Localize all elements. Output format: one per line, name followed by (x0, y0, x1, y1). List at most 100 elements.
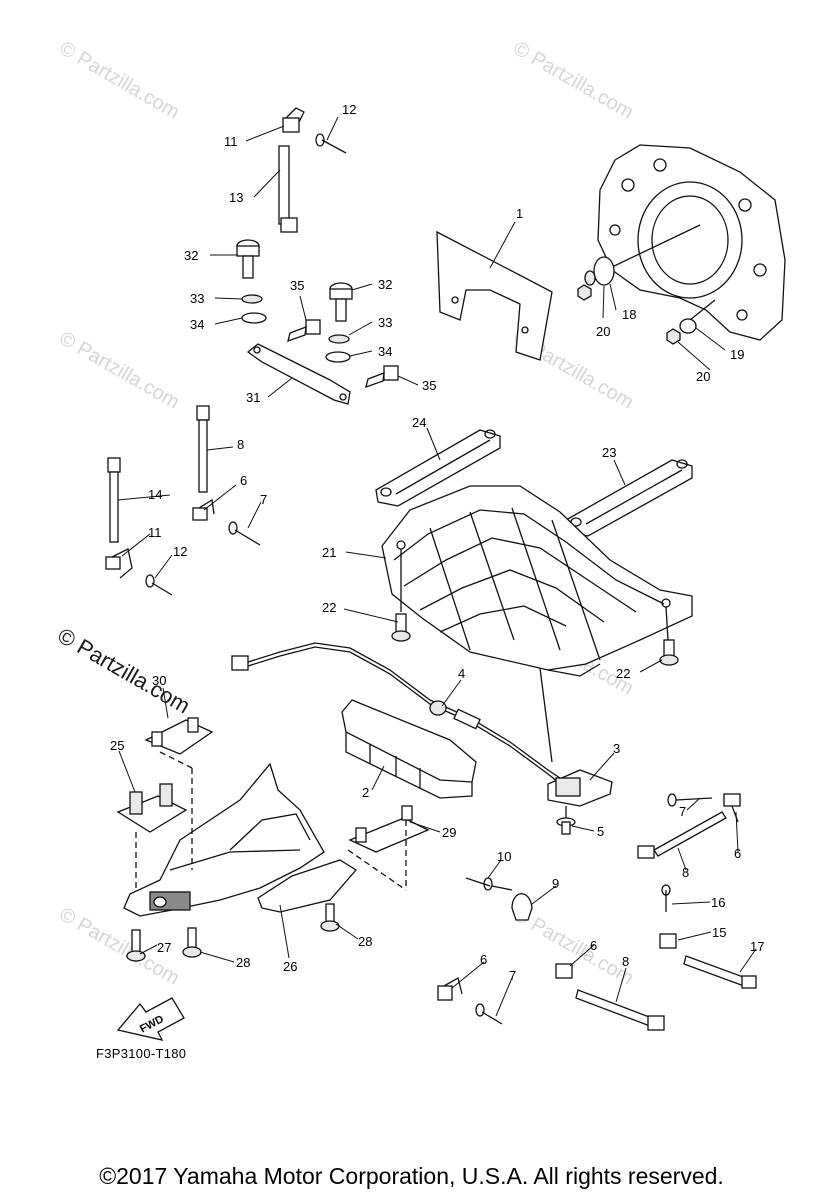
callout-8-right-bottom: 8 (622, 954, 629, 969)
part-24-rail (375, 429, 501, 507)
callout-8-left: 8 (237, 437, 244, 452)
part-6-holder-mid (555, 963, 573, 979)
part-21-intake-grate (381, 485, 693, 677)
callout-8-right-top: 8 (682, 865, 689, 880)
callout-29: 29 (442, 825, 456, 840)
part-13-band-top (278, 145, 298, 233)
callout-6-right: 6 (734, 846, 741, 861)
part-26-intake-duct (123, 762, 357, 917)
part-32-bolt-right (329, 282, 353, 322)
callout-2: 2 (362, 785, 369, 800)
part-7-rivet-left (228, 521, 261, 546)
engine-housing (597, 144, 786, 341)
watermark-3: © Partzilla.com (56, 327, 184, 413)
part-23-rail (565, 459, 693, 537)
callout-6-bottom: 6 (480, 952, 487, 967)
callout-12-left: 12 (173, 544, 187, 559)
callouts: 1 11 12 13 32 33 34 35 32 33 34 35 31 20… (110, 102, 764, 983)
part-12-rivet-top (315, 133, 347, 154)
callout-20-upper: 20 (596, 324, 610, 339)
part-14-band-left (107, 457, 121, 543)
part-33-washer-left (241, 294, 263, 304)
callout-20-lower: 20 (696, 369, 710, 384)
part-28-bolt-left (182, 927, 202, 958)
part-20-nut-upper (577, 284, 592, 301)
part-5-screw (556, 817, 576, 835)
part-34-washer-left (241, 312, 267, 324)
watermark-2: © Partzilla.com (510, 37, 638, 123)
part-4-cable (231, 642, 561, 783)
part-17-band (683, 955, 757, 989)
part-20-nut-lower (666, 328, 681, 345)
part-3-sensor-bracket (547, 769, 613, 818)
part-22-bolt-left (391, 613, 411, 642)
part-18-mount-rubber (584, 256, 615, 286)
part-25-mount-rubber (116, 783, 188, 833)
callout-10: 10 (497, 849, 511, 864)
part-35-bolt-lower (365, 365, 399, 389)
copyright-notice: ©2017 Yamaha Motor Corporation, U.S.A. A… (99, 1163, 724, 1189)
part-35-bolt-upper (287, 319, 321, 343)
callout-1: 1 (516, 206, 523, 221)
part-10-rivet (465, 877, 513, 891)
part-19-damper (679, 318, 697, 334)
callout-16: 16 (711, 895, 725, 910)
callout-15: 15 (712, 925, 726, 940)
part-33-washer-right (328, 334, 350, 344)
part-6-holder-bottom (437, 977, 463, 1001)
part-9-clamp (511, 893, 533, 921)
callout-12-top: 12 (342, 102, 356, 117)
part-31-stay (246, 343, 351, 405)
callout-3: 3 (613, 741, 620, 756)
callout-22-right: 22 (616, 666, 630, 681)
part-12-rivet-left (145, 574, 173, 596)
part-8-band-left (196, 405, 210, 493)
callout-7-bottom: 7 (509, 968, 516, 983)
part-6-holder-left (192, 498, 215, 521)
callout-35-upper: 35 (290, 278, 304, 293)
callout-27: 27 (157, 940, 171, 955)
part-8-band-right-top (637, 811, 727, 859)
callout-5: 5 (597, 824, 604, 839)
callout-28-right: 28 (358, 934, 372, 949)
watermark-1: © Partzilla.com (56, 37, 184, 123)
part-16-rivet (661, 884, 671, 912)
part-32-bolt-left (236, 239, 260, 279)
callout-7-right: 7 (679, 804, 686, 819)
callout-18: 18 (622, 307, 636, 322)
part-7-rivet-bottom (475, 1003, 503, 1025)
callout-32-left: 32 (184, 248, 198, 263)
part-1-plate (436, 230, 553, 361)
part-29-rubber (348, 805, 430, 853)
callout-30: 30 (152, 673, 166, 688)
callout-28-left: 28 (236, 955, 250, 970)
callout-31: 31 (246, 390, 260, 405)
part-22-bolt-right (659, 639, 679, 666)
callout-19: 19 (730, 347, 744, 362)
callout-35-lower: 35 (422, 378, 436, 393)
drawing-code: F3P3100-T180 (96, 1046, 187, 1061)
part-30-mount-rubber (144, 717, 214, 755)
callout-7-left: 7 (260, 492, 267, 507)
part-11-clamp-left (105, 548, 133, 579)
callout-34-right: 34 (378, 344, 392, 359)
assembly-line-a (159, 751, 193, 769)
callout-6-mid: 6 (590, 938, 597, 953)
callout-11-left: 11 (148, 525, 162, 540)
callout-33-left: 33 (190, 291, 204, 306)
callout-26: 26 (283, 959, 297, 974)
part-2-damper-block (341, 699, 477, 799)
part-8-band-right-bottom (575, 989, 665, 1031)
part-28-bolt-right (320, 903, 340, 932)
part-11-clamp-top (282, 107, 305, 133)
callout-33-right: 33 (378, 315, 392, 330)
callout-17: 17 (750, 939, 764, 954)
callout-9: 9 (552, 876, 559, 891)
assembly-line-d (347, 849, 407, 891)
callout-23: 23 (602, 445, 616, 460)
callout-21: 21 (322, 545, 336, 560)
callout-25: 25 (110, 738, 124, 753)
callout-22-left: 22 (322, 600, 336, 615)
part-6-holder-right-top (723, 793, 741, 823)
